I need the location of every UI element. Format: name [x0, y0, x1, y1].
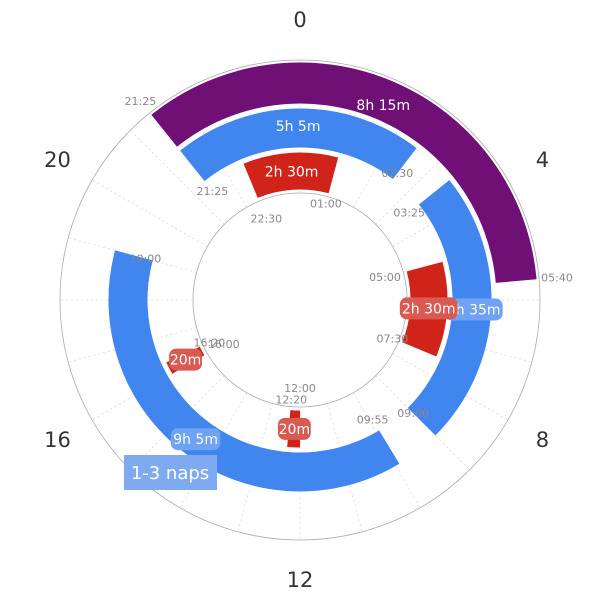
middle-ring-segment [407, 180, 492, 436]
duration-label: 5h 5m [276, 119, 321, 135]
duration-label: 8h 15m [356, 98, 410, 114]
time-label: 01:00 [310, 197, 342, 210]
hour-tick-label: 20 [44, 148, 71, 172]
hour-tick-label: 8 [536, 428, 549, 452]
hour-tick-label: 16 [44, 428, 71, 452]
duration-label: 2h 30m [265, 164, 319, 180]
duration-label-layer: 8h 15m 5h 5m 5h 35m 9h 5m 2h 30m 2h 30m 20m 20m [169, 98, 503, 451]
inner-ring-segment [243, 152, 339, 198]
hour-tick-label: 0 [293, 8, 306, 32]
duration-label-box [444, 298, 503, 321]
hour-gridline [91, 179, 208, 247]
time-label: 09:00 [397, 407, 429, 420]
time-label: 21:25 [197, 185, 229, 198]
inner-boundary-circle [192, 192, 408, 408]
duration-label: 20m [170, 353, 201, 369]
middle-ring-segment [180, 108, 417, 182]
segment-layer [108, 62, 537, 492]
duration-label-box [169, 348, 203, 371]
hour-label-layer: 0 4 8 12 16 20 [44, 8, 549, 592]
time-label-layer: 21:25 05:40 21:25 02:30 03:25 09:00 09:55 19:00… [125, 95, 573, 427]
outer-boundary-circle [59, 59, 541, 541]
hour-gridline [130, 130, 225, 225]
hour-gridline [68, 237, 197, 273]
duration-label: 9h 5m [173, 432, 218, 448]
time-label: 22:30 [250, 213, 282, 226]
duration-label-box [170, 428, 221, 451]
time-label: 07:30 [377, 332, 409, 345]
hour-tick-label: 4 [536, 148, 549, 172]
duration-label: 20m [279, 422, 310, 438]
legend: 1-3 naps [124, 455, 217, 490]
time-label: 03:25 [393, 206, 425, 219]
time-label: 05:00 [369, 271, 401, 284]
duration-label: 5h 35m [447, 302, 501, 318]
duration-label: 2h 30m [402, 301, 456, 317]
time-label: 21:25 [125, 95, 157, 108]
time-label: 09:55 [357, 414, 389, 427]
legend-text: 1-3 naps [131, 463, 209, 484]
time-label: 12:20 [275, 394, 307, 407]
time-label: 19:00 [130, 253, 162, 266]
outer-ring-segment [151, 62, 537, 283]
time-label: 05:40 [541, 272, 573, 285]
time-label: 02:30 [382, 167, 414, 180]
hour-tick-label: 12 [287, 568, 314, 592]
time-label: 12:00 [284, 382, 316, 395]
duration-label-box [399, 297, 458, 320]
time-label: 16:20 [194, 336, 226, 349]
time-label: 16:00 [208, 338, 240, 351]
duration-label-box [277, 417, 311, 440]
legend-box [124, 455, 217, 490]
